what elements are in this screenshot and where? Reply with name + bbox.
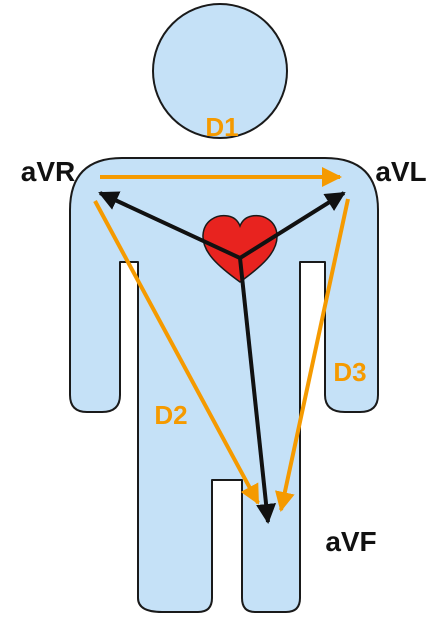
- label-d3: D3: [333, 357, 366, 387]
- label-avf: aVF: [325, 526, 376, 557]
- label-d1: D1: [205, 112, 238, 142]
- label-d2: D2: [154, 400, 187, 430]
- label-avr: aVR: [21, 156, 75, 187]
- label-avl: aVL: [375, 156, 426, 187]
- human-silhouette: [70, 4, 378, 612]
